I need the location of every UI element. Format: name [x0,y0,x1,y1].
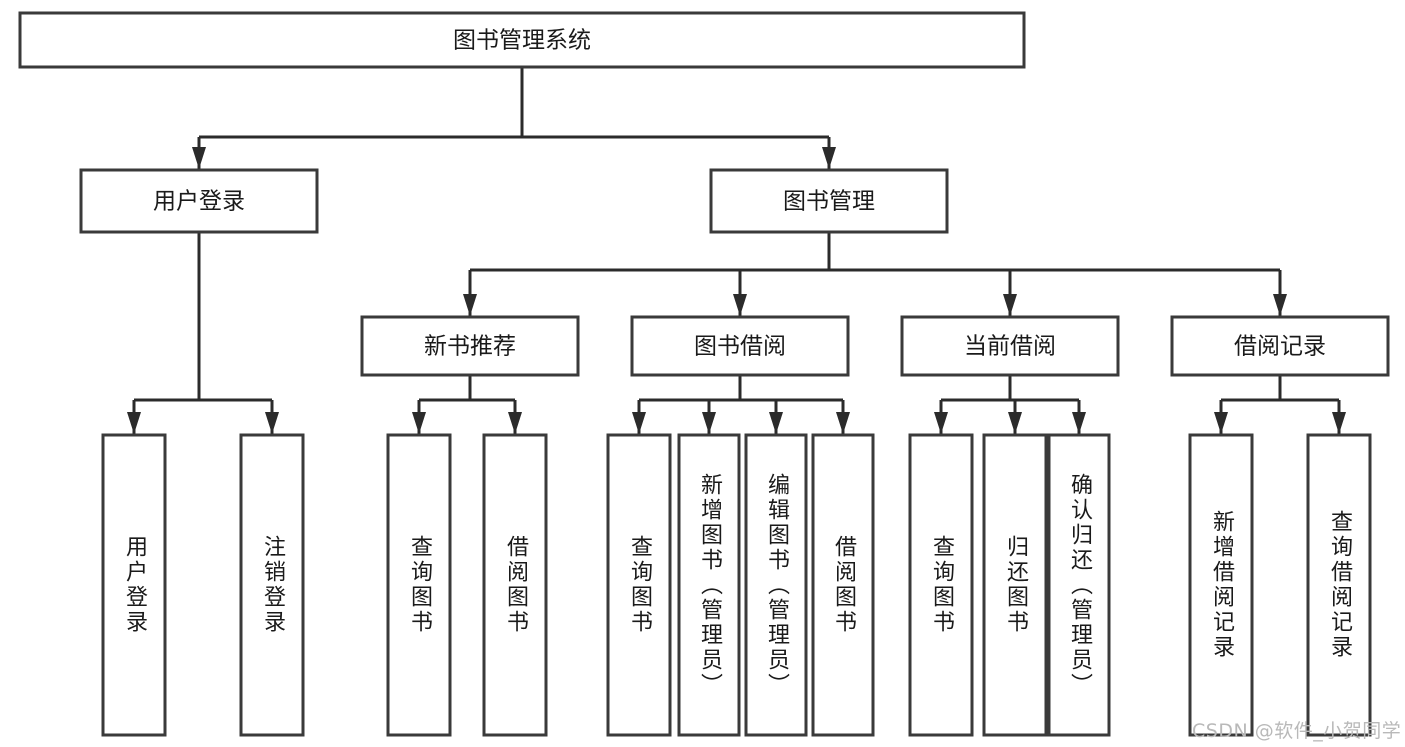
node-leaf-3[interactable] [482,433,548,737]
node-leaf-2[interactable] [386,433,452,737]
label-level3-2: 当前借阅 [964,334,1056,360]
csdn-watermark: CSDN @软件_小贺同学 [1192,720,1402,742]
label-level3-0: 新书推荐 [424,334,516,360]
node-leaf-8[interactable] [908,433,974,737]
node-level2-1[interactable] [709,168,949,234]
node-leaf-11[interactable] [1188,433,1254,737]
node-leaf-6[interactable] [744,433,808,737]
node-leaf-9[interactable] [982,433,1048,737]
label-level3-1: 图书借阅 [694,334,786,360]
node-level2-0[interactable] [79,168,319,234]
node-leaf-12[interactable] [1306,433,1372,737]
connector-layer [127,67,1346,434]
node-level3-2[interactable] [900,315,1120,377]
label-root: 图书管理系统 [453,28,591,54]
node-leaf-10[interactable] [1047,433,1111,737]
box-layer [18,11,1390,737]
node-level3-1[interactable] [630,315,850,377]
node-level3-0[interactable] [360,315,580,377]
node-root-图书管理系统[interactable] [18,11,1026,69]
label-level3-3: 借阅记录 [1234,334,1326,360]
label-level2-0: 用户登录 [153,189,245,215]
label-level2-1: 图书管理 [783,189,875,215]
node-leaf-1[interactable] [239,433,305,737]
node-leaf-7[interactable] [811,433,875,737]
node-leaf-0[interactable] [101,433,167,737]
node-level3-3[interactable] [1170,315,1390,377]
node-leaf-5[interactable] [677,433,741,737]
node-leaf-4[interactable] [606,433,672,737]
